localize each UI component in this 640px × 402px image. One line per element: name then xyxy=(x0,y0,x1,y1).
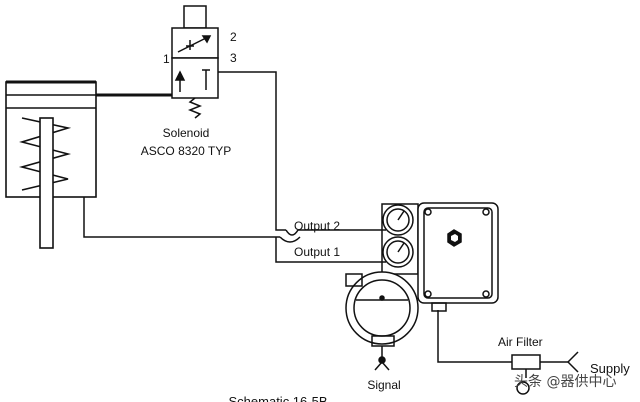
piping xyxy=(83,71,568,363)
solenoid-model-label: ASCO 8320 TYP xyxy=(141,144,232,158)
actuator xyxy=(5,80,97,249)
solenoid-port-3-label: 3 xyxy=(230,51,237,65)
solenoid-port-2-label: 2 xyxy=(230,30,237,44)
drain-icon xyxy=(516,381,530,395)
output-1-label: Output 1 xyxy=(294,245,340,259)
solenoid-valve xyxy=(171,5,219,119)
signal-label: Signal xyxy=(367,378,400,392)
solenoid-port-1-label: 1 xyxy=(163,52,170,66)
solenoid-name-label: Solenoid xyxy=(163,126,210,140)
air-filter-label: Air Filter xyxy=(498,335,543,349)
positioner xyxy=(345,202,499,371)
feedback-housing xyxy=(345,271,419,345)
valve-spring-icon xyxy=(187,97,203,119)
supply-arrow-icon xyxy=(567,351,579,373)
caption: Schematic 16-5B xyxy=(229,394,328,402)
supply-label: Supply xyxy=(590,361,630,376)
watermark: 头条 @器供中心 xyxy=(514,373,616,390)
output-2-label: Output 2 xyxy=(294,219,340,233)
air-filter xyxy=(511,354,541,395)
spring-icon xyxy=(18,117,72,191)
